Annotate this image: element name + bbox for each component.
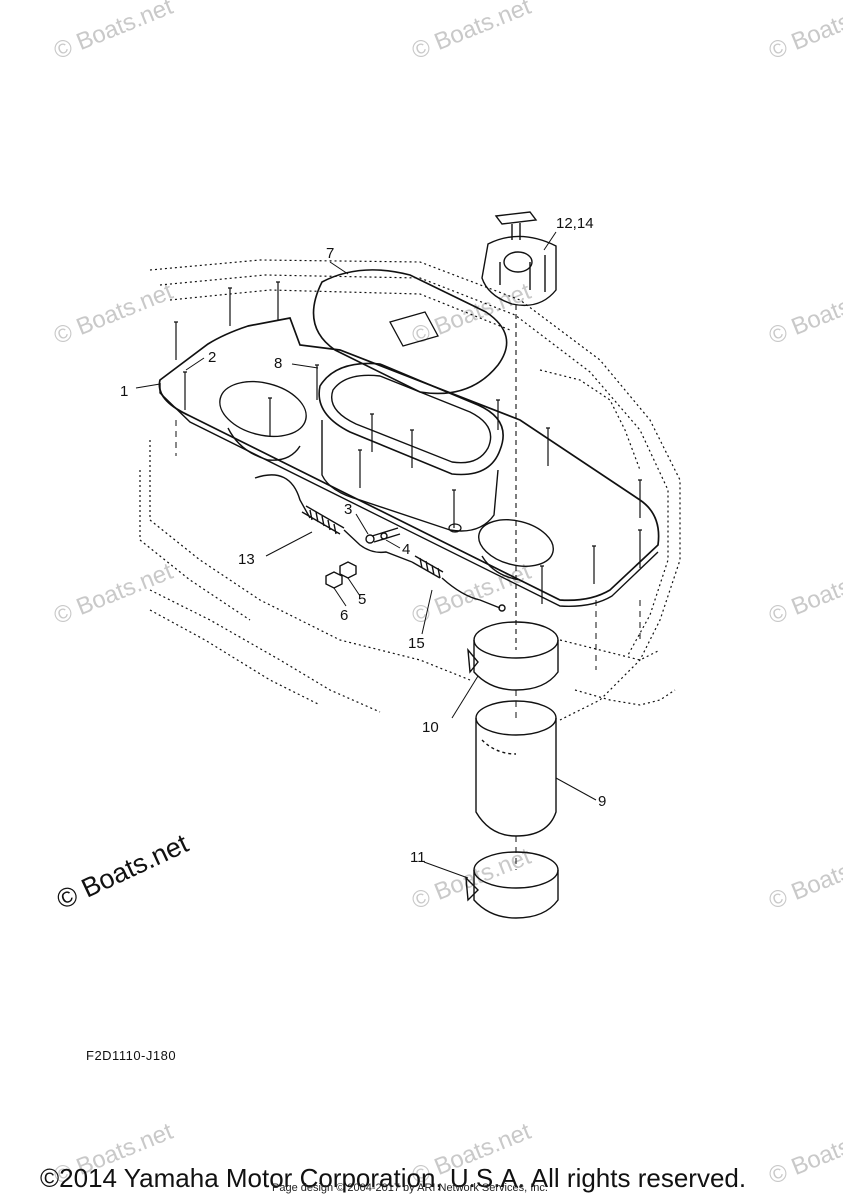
hull-outline	[139, 259, 681, 721]
plate-openings	[219, 380, 554, 581]
callout-2: 2	[208, 349, 216, 366]
callout-8: 8	[274, 355, 282, 372]
assembly-guides	[175, 420, 641, 870]
part-13-15-springs-cable	[254, 474, 506, 612]
part-1-deck-plate	[158, 317, 660, 607]
page-design-credit: Page design © 2004-2017 by ARI Network S…	[272, 1182, 548, 1194]
callout-9: 9	[598, 793, 606, 810]
callout-4: 4	[402, 541, 410, 558]
part-12-14-pump-assembly	[481, 211, 557, 650]
callout-11: 11	[410, 849, 426, 866]
part-10-hose-clamp-upper	[467, 621, 559, 691]
leader-lines	[135, 231, 597, 879]
figure-code: F2D1110-J180	[86, 1048, 177, 1063]
callout-3: 3	[344, 501, 352, 518]
part-9-hose	[475, 700, 557, 837]
callout-7: 7	[326, 245, 334, 262]
copyright-notice: ©2014 Yamaha Motor Corporation, U.S.A. A…	[40, 1163, 747, 1193]
callout-12-14: 12,14	[556, 215, 594, 232]
callout-15: 15	[408, 635, 425, 652]
part-3-6-fasteners	[325, 527, 401, 589]
part-11-hose-clamp-lower	[465, 851, 559, 919]
callout-10: 10	[422, 719, 439, 736]
part-7-cover-lid	[312, 269, 508, 395]
callout-6: 6	[340, 607, 348, 624]
part-8-hatch-frame	[318, 362, 504, 532]
callout-1: 1	[120, 383, 128, 400]
screws	[174, 281, 642, 604]
callout-13: 13	[238, 551, 255, 568]
callout-5: 5	[358, 591, 366, 608]
